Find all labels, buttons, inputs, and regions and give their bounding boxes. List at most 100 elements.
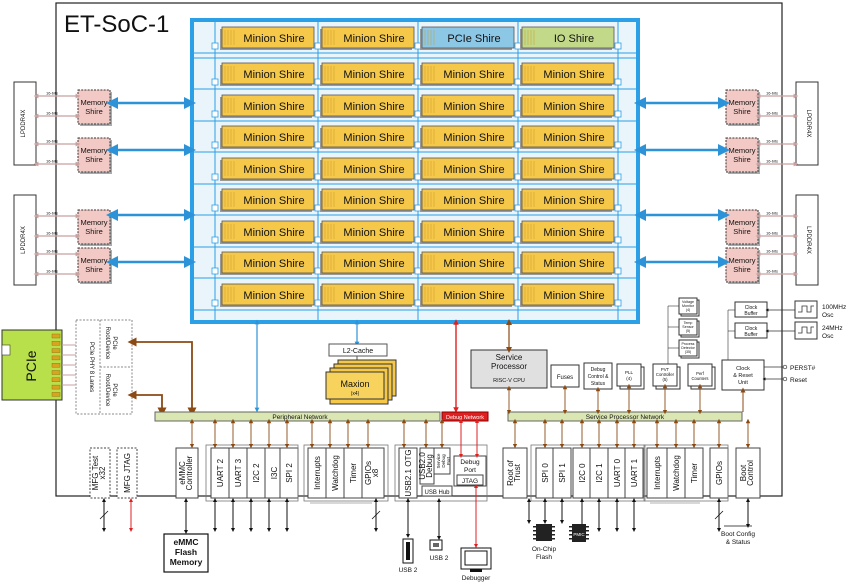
uart0: UART 0 bbox=[607, 447, 627, 499]
svg-text:I3C: I3C bbox=[270, 467, 279, 480]
bits-label: 16-bits bbox=[46, 159, 58, 164]
osc100-l2: Osc bbox=[822, 312, 834, 319]
spi2: SPI 2 bbox=[279, 447, 299, 499]
memory-shire-l2: Shire bbox=[733, 227, 751, 236]
minion-shire: Minion Shire bbox=[420, 188, 515, 212]
perst-label: PERST# bbox=[790, 365, 816, 372]
bits-label: 16-bits bbox=[766, 249, 778, 254]
l2-cache bbox=[328, 343, 388, 357]
service-debug-l1: Service bbox=[436, 453, 441, 469]
osc24-l2: Osc bbox=[822, 333, 834, 340]
minion-shire-label: Minion Shire bbox=[243, 258, 304, 270]
minion-shire: Minion Shire bbox=[220, 62, 315, 86]
watchdog-label: Watchdog bbox=[331, 455, 340, 491]
osc100-l1: 100MHz bbox=[822, 304, 846, 311]
interrupts: Interrupts bbox=[307, 447, 327, 499]
bits-label: 16-bits bbox=[46, 111, 58, 116]
minion-shire-label: Minion Shire bbox=[243, 101, 304, 113]
gpios-sub: x8 bbox=[371, 468, 380, 477]
memory-shire-l1: Memory bbox=[728, 256, 755, 265]
spi2-label: SPI 2 bbox=[285, 463, 294, 483]
lpddr4x-label: LPDDR4X bbox=[21, 226, 27, 254]
minion-shire: Minion Shire bbox=[320, 62, 415, 86]
bits-label: 16-bits bbox=[766, 211, 778, 216]
minion-shire: Minion Shire bbox=[320, 94, 415, 118]
boot-cfg-l1: Boot Config bbox=[721, 531, 755, 538]
usb2debug-label: USB2.0 bbox=[418, 452, 427, 480]
emmc-ctrl-label: eMMC bbox=[178, 461, 187, 485]
svg-text:UART 3: UART 3 bbox=[234, 458, 243, 487]
boot-control-label: Boot bbox=[739, 464, 748, 481]
watchdog: Watchdog bbox=[325, 447, 345, 499]
minion-shire: Minion Shire bbox=[520, 62, 615, 86]
cb2-l1: Clock bbox=[745, 326, 758, 332]
root-of-trust-label: Root of bbox=[506, 459, 515, 486]
minion-shire: Minion Shire bbox=[220, 157, 315, 181]
cru-l2: & Reset bbox=[733, 373, 753, 379]
mfg-test-label: MFG Test bbox=[91, 455, 100, 490]
minion-shire: Minion Shire bbox=[420, 220, 515, 244]
mfg-test: MFG Testx32 bbox=[89, 447, 111, 499]
lpddr4x-label: LPDDR4X bbox=[805, 226, 811, 254]
jtag-label: JTAG bbox=[462, 478, 478, 485]
minion-shire-label: Minion Shire bbox=[543, 227, 604, 239]
i3c-label: I3C bbox=[270, 467, 279, 480]
usb-hub-label: USB Hub bbox=[424, 490, 450, 496]
cru-l1: Clock bbox=[736, 366, 750, 372]
minion-shire-label: Minion Shire bbox=[443, 101, 504, 113]
volt-l2: Monitor bbox=[682, 304, 695, 308]
svg-text:UART 2: UART 2 bbox=[216, 458, 225, 487]
svg-text:eMMCController: eMMCController bbox=[178, 455, 194, 490]
fuses-label: Fuses bbox=[557, 375, 573, 381]
bits-label: 16-bits bbox=[766, 231, 778, 236]
interrupts-label: Interrupts bbox=[313, 456, 322, 490]
peripherals: MFG Testx32 MFG JTAG eMMCController UART 2 U… bbox=[89, 418, 761, 548]
maxion-label: Maxion bbox=[340, 379, 369, 389]
minion-shire: Minion Shire bbox=[220, 26, 315, 50]
debugctrl-l1: Debug bbox=[591, 367, 606, 373]
mfg-jtag-label: MFG JTAG bbox=[123, 453, 132, 493]
uart3: UART 3 bbox=[228, 447, 248, 499]
proc-l3: (35) bbox=[685, 350, 691, 354]
minion-shire-label: Minion Shire bbox=[243, 290, 304, 302]
service-processor-network bbox=[507, 411, 743, 422]
usb2otg-label: USB2.1 OTG bbox=[404, 449, 413, 496]
cru-l3: Unit bbox=[738, 380, 748, 386]
minion-shire-label: Minion Shire bbox=[343, 164, 404, 176]
interrupts-r-label: Interrupts bbox=[653, 456, 662, 490]
minion-shire: Minion Shire bbox=[520, 220, 615, 244]
usb2debug-sub: Debug bbox=[425, 454, 434, 478]
maxion-cluster: L2-Cache Maxion (x4) bbox=[325, 319, 397, 405]
minion-shire: Minion Shire bbox=[220, 94, 315, 118]
bits-label: 16-bits bbox=[766, 269, 778, 274]
svg-text:Interrupts: Interrupts bbox=[653, 456, 662, 490]
pmic-label: PMIC bbox=[573, 532, 585, 537]
minion-shire-label: Minion Shire bbox=[543, 132, 604, 144]
gpios-label: GPIOs bbox=[364, 461, 373, 485]
svg-text:SPI 2: SPI 2 bbox=[285, 463, 294, 483]
pcie-phy-label: PCIe PHY 8 Lanes bbox=[88, 342, 94, 392]
minion-shire: Minion Shire bbox=[520, 157, 615, 181]
timer-r-label: Timer bbox=[690, 463, 699, 483]
pll-l2: (4) bbox=[626, 376, 632, 381]
pvt-l2: Controller bbox=[656, 372, 675, 377]
pcie-shire-label: PCIe Shire bbox=[447, 33, 500, 45]
minion-shire-label: Minion Shire bbox=[443, 132, 504, 144]
minion-shire: Minion Shire bbox=[320, 157, 415, 181]
debug-port-l1: Debug bbox=[460, 459, 480, 466]
spi1: SPI 1 bbox=[552, 447, 572, 499]
uart1: UART 1 bbox=[624, 447, 644, 499]
io-shire-label: IO Shire bbox=[554, 33, 594, 45]
debugger-label: Debugger bbox=[462, 575, 491, 582]
uart1-label: UART 1 bbox=[630, 458, 639, 487]
pll-l1: PLL bbox=[625, 370, 634, 375]
minion-shire-label: Minion Shire bbox=[243, 164, 304, 176]
debug-port-l2: Port bbox=[464, 467, 476, 474]
